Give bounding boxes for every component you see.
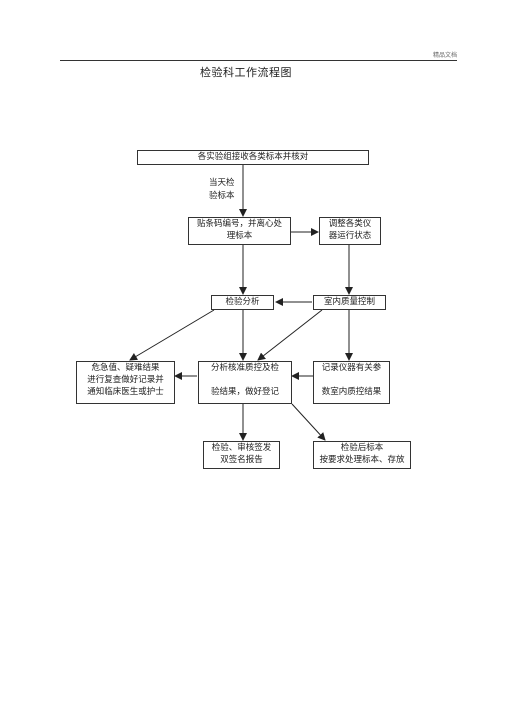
edge-qc-to-review [257, 309, 323, 361]
edge-review-to-dispose [291, 403, 326, 441]
node-review: 分析核准质控及检 验结果，做好登记 [198, 361, 292, 404]
corner-note: 精品文档 [432, 52, 457, 59]
node-barcode: 贴条码编号，并离心处 理标本 [188, 217, 291, 245]
node-dispose: 检验后标本 按要求处理标本、存放 [313, 441, 411, 469]
document-title: 检验科工作流程图 [200, 66, 292, 79]
header-rule [60, 60, 457, 61]
node-analysis: 检验分析 [211, 295, 274, 310]
node-adjust: 调整各类仪 器运行状态 [319, 217, 381, 245]
edge-analysis-to-critical [129, 309, 215, 361]
node-sign: 检验、审核签发 双签名报告 [203, 441, 280, 469]
edge-label-same-day-samples: 当天检 验标本 [209, 178, 235, 201]
node-qc: 室内质量控制 [313, 295, 386, 310]
node-critical: 危急值、疑难结果 进行复查做好记录并 通知临床医生或护士 [76, 361, 175, 404]
node-receive: 各实验组接收各类标本并核对 [137, 150, 369, 165]
node-record: 记录仪器有关参 数室内质控结果 [313, 361, 390, 404]
